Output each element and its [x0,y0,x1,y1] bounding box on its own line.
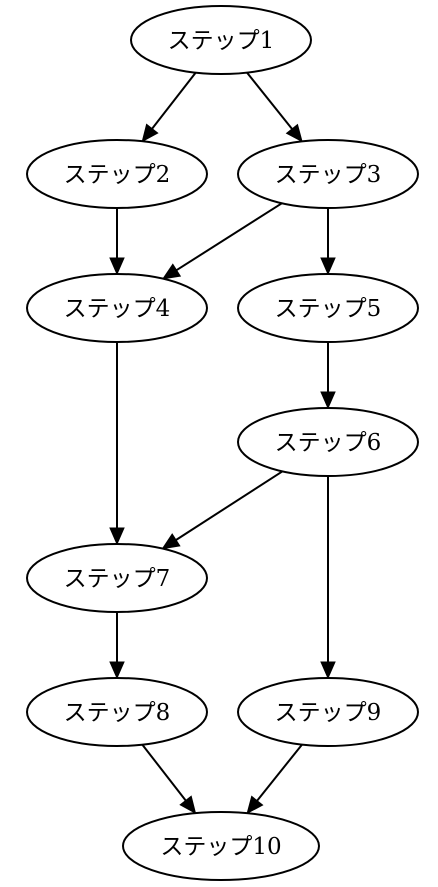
arrowhead-n6-n9 [320,661,336,680]
node-ellipse [26,273,208,343]
edge-n8-n10 [141,743,187,802]
arrowhead-n1-n3 [285,123,303,143]
node-ellipse [237,677,419,747]
node-n5: ステップ5 [237,273,419,343]
edge-n9-n10 [256,743,303,802]
edges-layer [109,71,336,815]
node-label: ステップ3 [275,162,382,188]
arrowhead-n4-n7 [109,527,125,546]
arrowhead-n6-n7 [161,533,181,550]
node-n4: ステップ4 [26,273,208,343]
edge-n1-n3 [246,71,293,130]
arrowhead-n1-n2 [141,123,159,143]
nodes-layer: ステップ1 ステップ2 ステップ3 ステップ4 ステップ5 ステップ6 ステップ7 ステップ8… [26,5,419,881]
node-n3: ステップ3 [237,139,419,209]
node-ellipse [26,543,208,613]
arrowhead-n7-n8 [109,661,125,680]
node-ellipse [26,139,208,209]
node-label: ステップ4 [64,296,171,322]
node-n9: ステップ9 [237,677,419,747]
node-n7: ステップ7 [26,543,208,613]
node-ellipse [237,273,419,343]
node-label: ステップ9 [275,700,382,726]
arrowhead-n3-n5 [320,257,336,276]
edge-n6-n7 [175,470,284,541]
node-label: ステップ6 [275,430,382,456]
node-label: ステップ1 [168,28,275,54]
edge-n1-n2 [151,71,197,130]
node-label: ステップ5 [275,296,382,322]
node-n10: ステップ10 [122,811,320,881]
node-n8: ステップ8 [26,677,208,747]
arrowhead-n3-n4 [161,263,182,280]
node-label: ステップ10 [160,834,281,860]
node-n1: ステップ1 [130,5,312,75]
edge-n3-n4 [175,202,283,272]
arrowhead-n5-n6 [320,391,336,410]
node-ellipse [122,811,320,881]
arrowhead-n8-n10 [179,795,197,815]
arrowhead-n9-n10 [246,795,264,815]
arrowhead-n2-n4 [109,257,125,276]
node-ellipse [237,407,419,477]
node-n6: ステップ6 [237,407,419,477]
node-ellipse [26,677,208,747]
node-ellipse [237,139,419,209]
node-label: ステップ8 [64,700,171,726]
node-label: ステップ2 [64,162,171,188]
node-ellipse [130,5,312,75]
node-n2: ステップ2 [26,139,208,209]
node-label: ステップ7 [64,566,171,592]
